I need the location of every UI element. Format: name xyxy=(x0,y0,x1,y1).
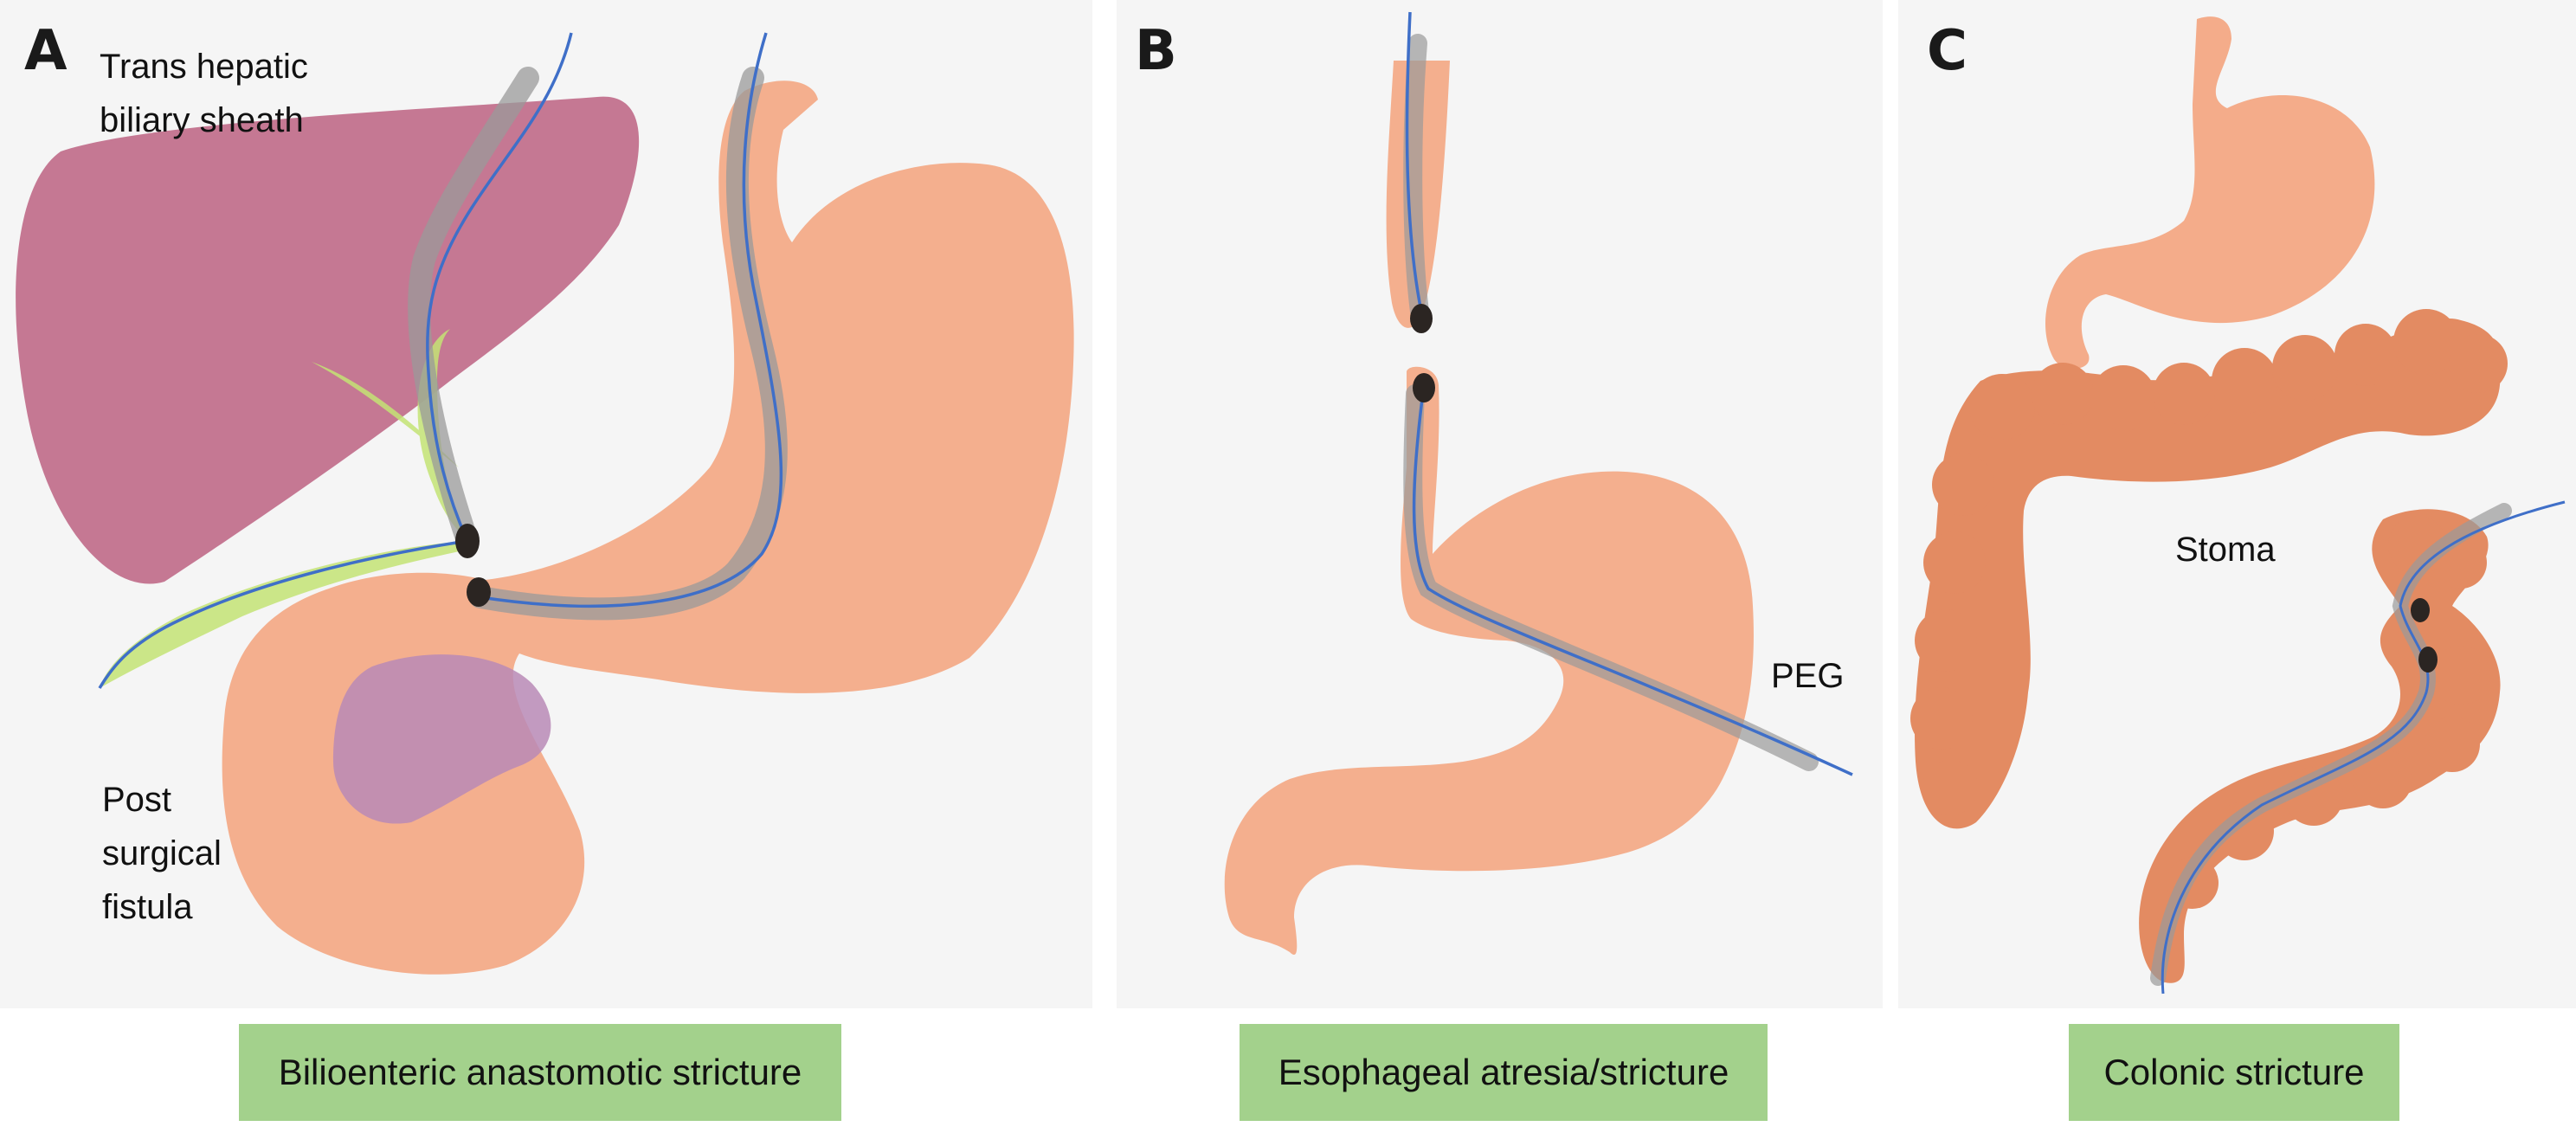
panel-c: C Stoma xyxy=(1898,0,2576,1008)
magnet-distal xyxy=(2418,647,2438,673)
enteric-sheath xyxy=(469,67,788,621)
panel-c-illustration xyxy=(1910,16,2566,995)
guidewire-lower xyxy=(1412,384,1853,776)
guidewire-upper xyxy=(1405,11,1423,312)
stomach xyxy=(1224,366,1754,956)
stomach xyxy=(2045,16,2375,369)
guidewire-enteric xyxy=(480,32,783,608)
magnet-biliary xyxy=(455,524,480,558)
trans-hepatic-biliary-sheath-label: Trans hepatic biliary sheath xyxy=(100,48,308,139)
caption-a: Bilioenteric anastomotic stricture xyxy=(239,1024,841,1121)
panel-a: A Trans hepatic biliary sheath Post surg… xyxy=(0,0,1092,1008)
post-surgical-fistula-label: Post surgical fistula xyxy=(102,781,222,926)
post-surgical-fistula xyxy=(333,654,551,824)
panel-a-illustration xyxy=(16,32,1074,975)
biliary-sheath xyxy=(408,67,539,552)
guidewire-biliary xyxy=(98,32,573,689)
caption-c: Colonic stricture xyxy=(2069,1024,2399,1121)
panel-b-illustration xyxy=(1224,11,1853,956)
panel-letter-a: A xyxy=(24,19,68,83)
magnet-enteric xyxy=(467,577,491,607)
peg-label: PEG xyxy=(1771,657,1845,695)
guidewire-colonic xyxy=(2161,500,2566,995)
stoma-label: Stoma xyxy=(2175,531,2276,569)
magnet-proximal xyxy=(2411,598,2430,622)
panel-b: B PEG xyxy=(1117,0,1883,1008)
magnet-lower xyxy=(1413,373,1435,402)
magnet-upper xyxy=(1410,304,1433,333)
panel-letter-b: B xyxy=(1135,19,1177,83)
caption-b: Esophageal atresia/stricture xyxy=(1240,1024,1768,1121)
liver xyxy=(16,96,640,584)
panel-letter-c: C xyxy=(1927,19,1967,83)
